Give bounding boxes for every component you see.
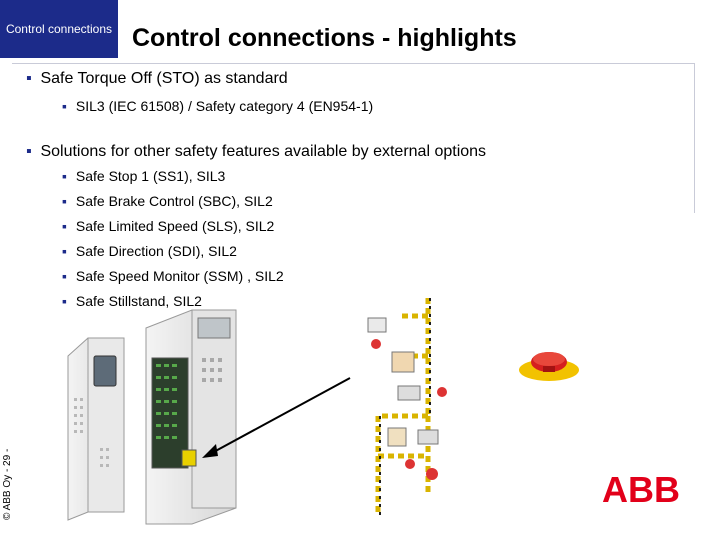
copyright-notice: © ABB Oy - 29 -: [2, 448, 13, 520]
section-tab: Control connections: [0, 0, 118, 58]
sub-bullet-ssm: ▪ Safe Speed Monitor (SSM) , SIL2: [62, 268, 284, 284]
square-bullet-icon: ▪: [62, 98, 67, 114]
sub-bullet-stillstand: ▪ Safe Stillstand, SIL2: [62, 293, 202, 309]
safety-network-diagram: [367, 298, 447, 516]
sub-bullet-sbc: ▪ Safe Brake Control (SBC), SIL2: [62, 193, 273, 209]
square-bullet-icon: ▪: [62, 168, 67, 184]
square-bullet-icon: ▪: [62, 218, 67, 234]
page-title: Control connections - highlights: [132, 24, 517, 52]
content-border: [694, 63, 695, 213]
square-bullet-icon: ▪: [62, 193, 67, 209]
emergency-stop-button: [519, 352, 579, 381]
square-bullet-icon: ▪: [62, 243, 67, 259]
square-bullet-icon: ▪: [26, 70, 32, 87]
sub-bullet-sil3: ▪ SIL3 (IEC 61508) / Safety category 4 (…: [62, 98, 374, 114]
drive-unit: [67, 309, 237, 525]
abb-logo: ABB: [602, 470, 680, 506]
square-bullet-icon: ▪: [26, 143, 32, 160]
sub-bullet-ss1: ▪ Safe Stop 1 (SS1), SIL3: [62, 168, 226, 184]
svg-text:ABB: ABB: [602, 470, 680, 506]
sub-bullet-sdi: ▪ Safe Direction (SDI), SIL2: [62, 243, 237, 259]
square-bullet-icon: ▪: [62, 293, 67, 309]
bullet-sto: ▪ Safe Torque Off (STO) as standard: [26, 70, 288, 87]
title-divider: [12, 63, 695, 64]
bullet-safety-options: ▪ Solutions for other safety features av…: [26, 143, 487, 160]
square-bullet-icon: ▪: [62, 268, 67, 284]
sub-bullet-sls: ▪ Safe Limited Speed (SLS), SIL2: [62, 218, 275, 234]
callout-arrow: [202, 377, 351, 458]
